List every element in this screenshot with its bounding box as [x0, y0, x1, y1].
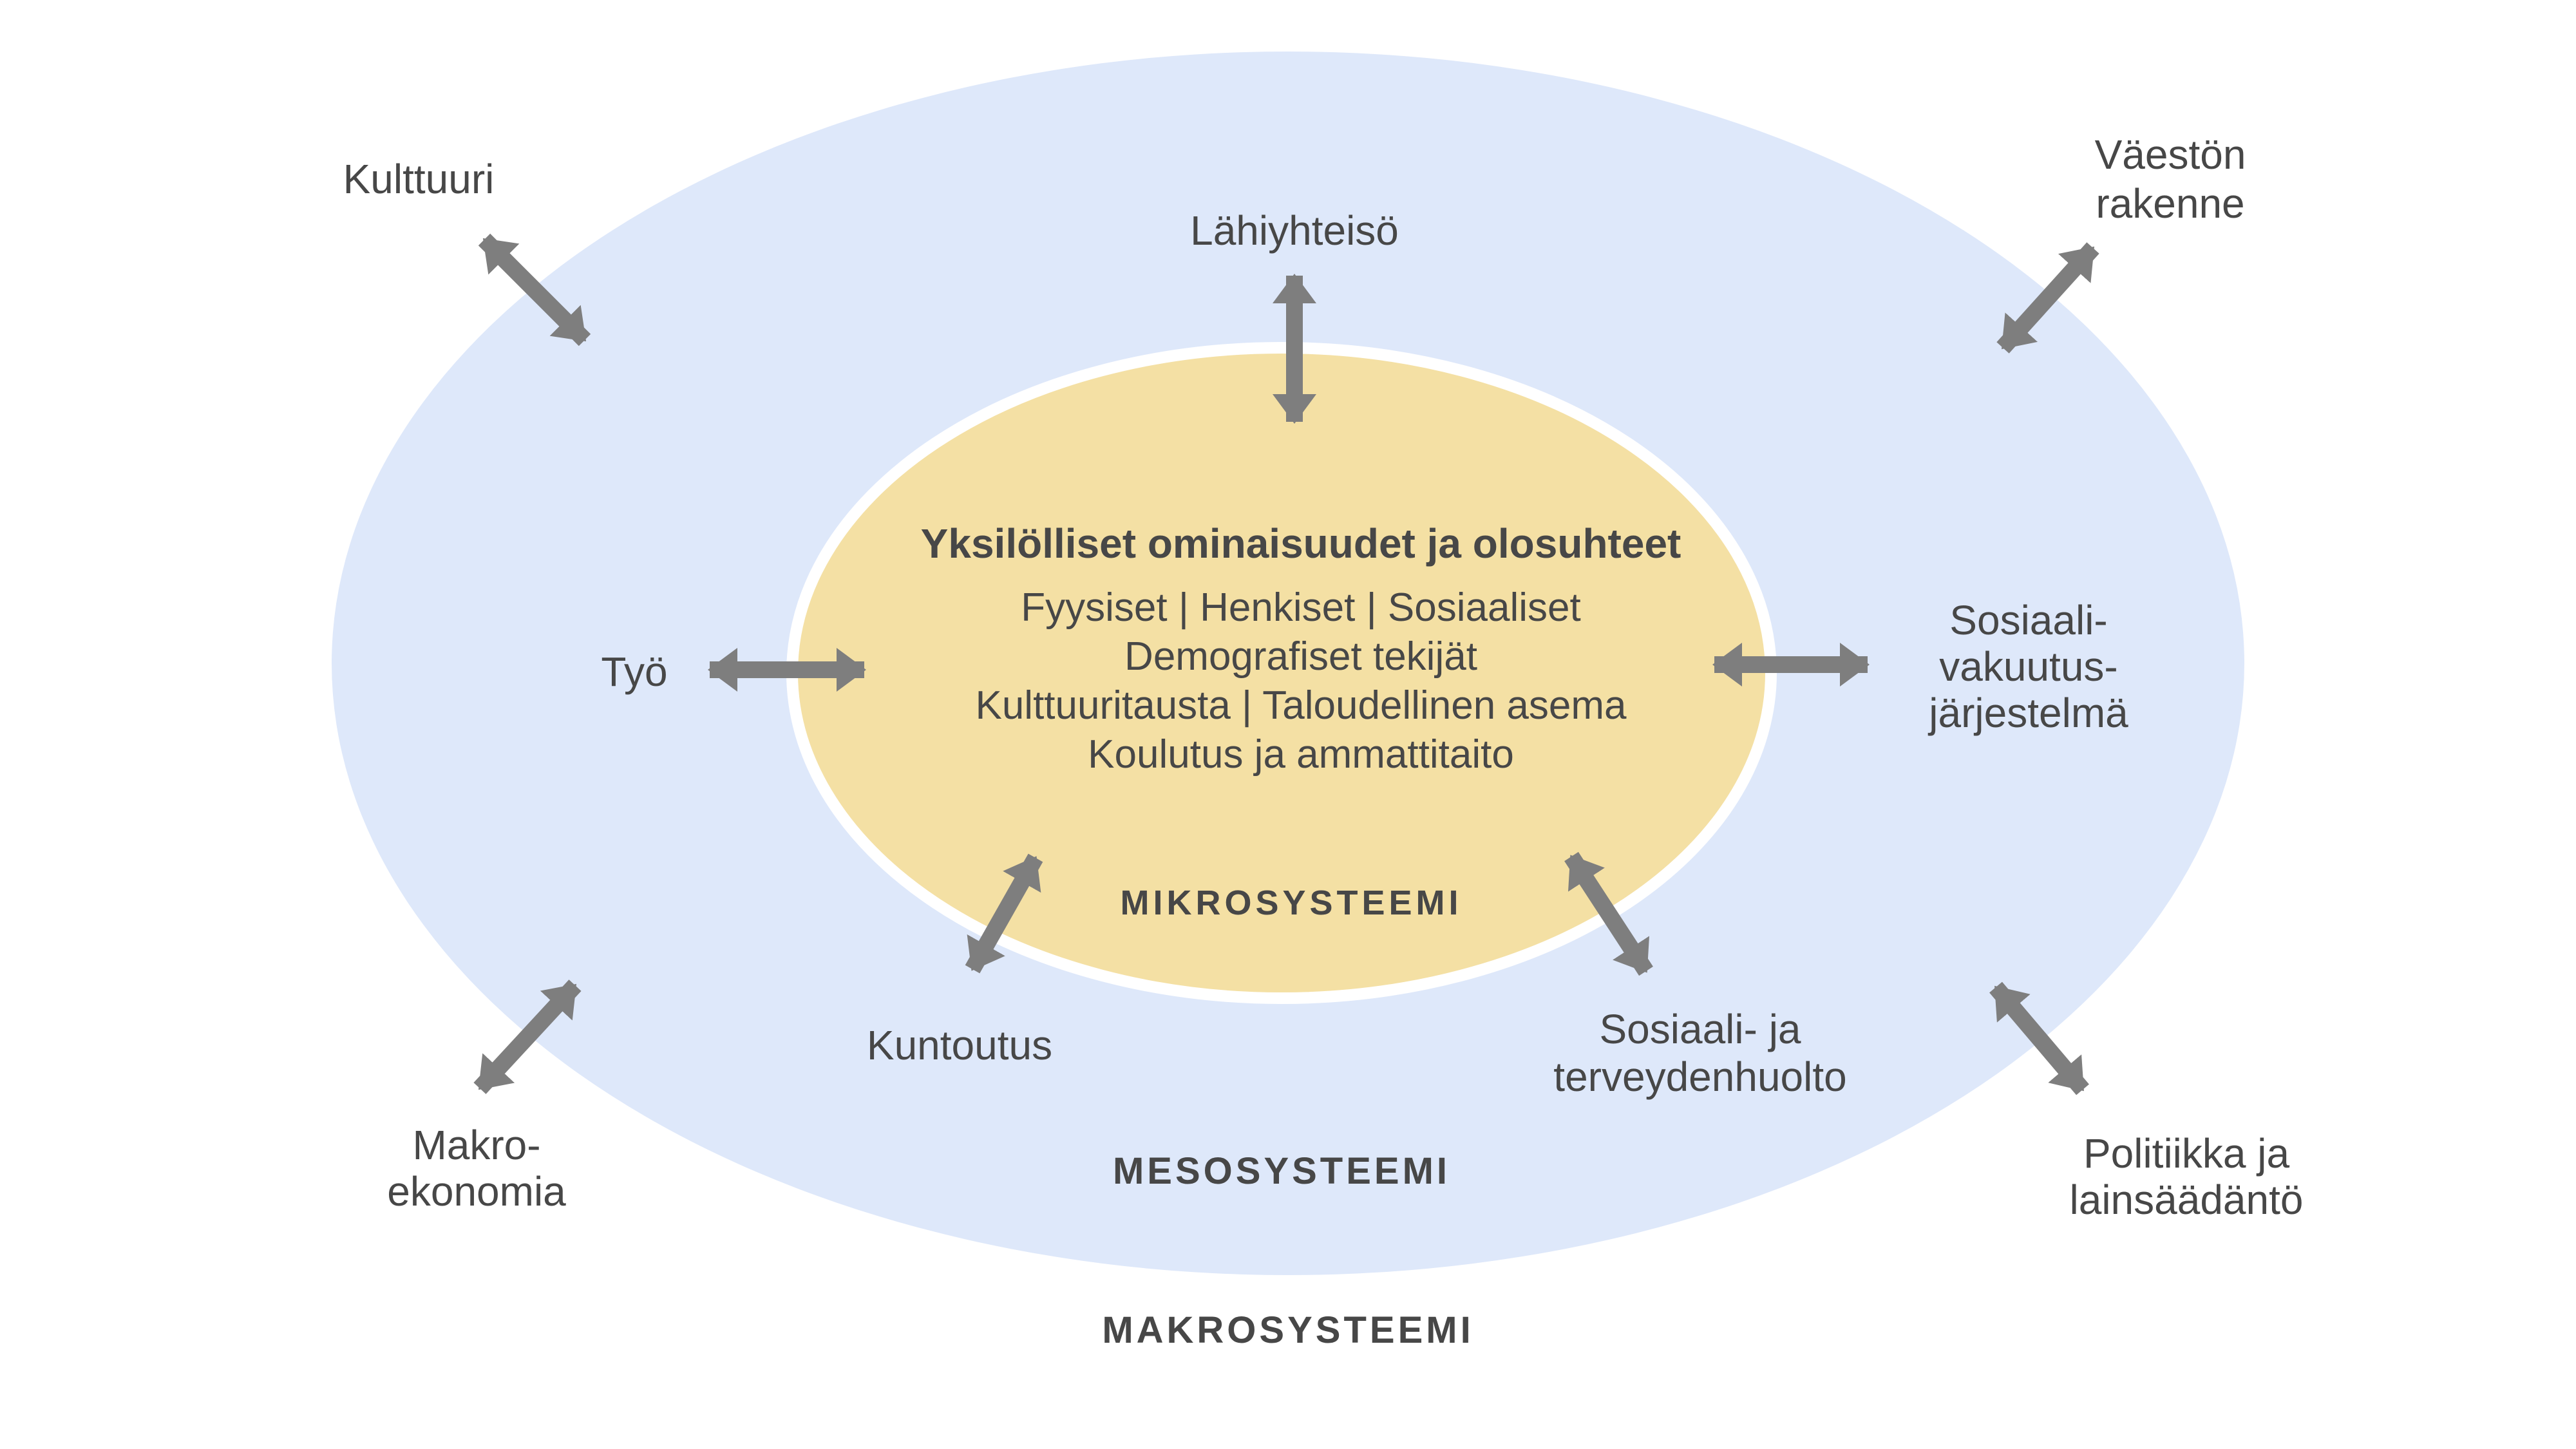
factor-kulttuuri: Kulttuuri [343, 156, 495, 202]
factor-kuntoutus: Kuntoutus [867, 1022, 1052, 1068]
factor-sosiaalivakuutus-line3: järjestelmä [1927, 690, 2128, 736]
microsystem-text-block: Yksilölliset ominaisuudet ja olosuhteet … [921, 520, 1681, 922]
factor-sosiaalivakuutus-line2: vakuutus- [1939, 643, 2117, 690]
factor-vaeston-rakenne-line1: Väestön [2095, 131, 2246, 178]
factor-lahiyhteiso: Lähiyhteisö [1190, 207, 1399, 254]
factor-politiikka-line1: Politiikka ja [2083, 1130, 2290, 1177]
arrow-kuntoutus [965, 853, 1043, 974]
mikrosysteemi-label: MIKROSYSTEEMI [1120, 884, 1462, 922]
interaction-arrows [473, 233, 2099, 1095]
arrow-kulttuuri [478, 233, 591, 346]
microsystem-line-1: Fyysiset | Henkiset | Sosiaaliset [1021, 585, 1581, 630]
factor-vaeston-rakenne-line2: rakenne [2096, 180, 2244, 227]
factor-sote-line1: Sosiaali- ja [1599, 1006, 1801, 1052]
factor-tyo: Työ [601, 649, 667, 695]
makrosysteemi-label: MAKROSYSTEEMI [1102, 1309, 1473, 1351]
factor-makroekonomia-line1: Makro- [412, 1122, 540, 1168]
microsystem-line-4: Koulutus ja ammattitaito [1088, 732, 1514, 777]
mesosysteemi-label: MESOSYSTEEMI [1113, 1150, 1450, 1192]
microsystem-line-2: Demografiset tekijät [1124, 634, 1477, 679]
arrow-politiikka [1989, 981, 2089, 1095]
factor-labels: Kulttuuri Lähiyhteisö Väestön rakenne Ty… [343, 131, 2304, 1223]
arrow-vaeston-rakenne [1996, 242, 2099, 354]
arrow-sote [1564, 851, 1653, 976]
factor-makroekonomia-line2: ekonomia [387, 1168, 566, 1215]
factor-sote-line2: terveydenhuolto [1553, 1054, 1846, 1100]
factor-sosiaalivakuutus-line1: Sosiaali- [1949, 597, 2107, 643]
microsystem-line-3: Kulttuuritausta | Taloudellinen asema [975, 683, 1627, 728]
microsystem-title: Yksilölliset ominaisuudet ja olosuhteet [921, 520, 1681, 567]
factor-politiikka-line2: lainsäädäntö [2070, 1177, 2304, 1223]
arrow-makroekonomia [473, 980, 582, 1094]
